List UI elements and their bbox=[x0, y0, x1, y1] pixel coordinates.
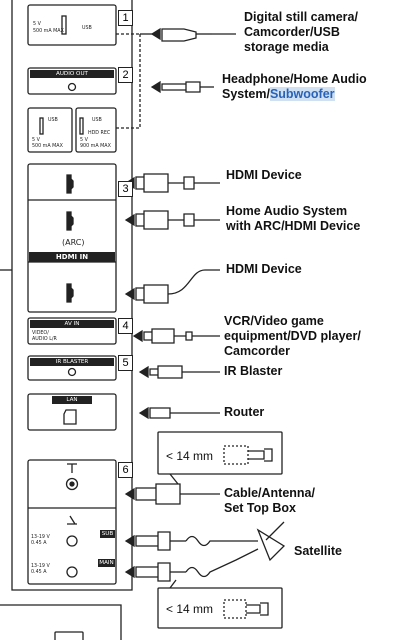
label-ir-blaster: IR Blaster bbox=[224, 364, 283, 378]
satellite-icon bbox=[67, 515, 77, 525]
usb2-spec-3: 500 mA MAX bbox=[32, 144, 63, 149]
callout-number: 6 bbox=[118, 462, 133, 478]
av-in-sub-1: VIDEO/ bbox=[32, 331, 49, 336]
usb3-socket bbox=[79, 117, 84, 135]
av-arrow bbox=[132, 329, 143, 343]
hdmi-arc-label: (ARC) bbox=[62, 238, 85, 247]
usb3-spec-2: HDD REC bbox=[88, 131, 111, 136]
hdmi-logo-bar: HDMI IN bbox=[29, 252, 115, 262]
sat-sub-spec-1: 13-19 V bbox=[31, 535, 50, 540]
usb2-port-box bbox=[27, 107, 73, 153]
usb1-spec-2: 500 mA MAX bbox=[33, 29, 64, 34]
sat-main-spec-2: 0.45 A bbox=[31, 570, 47, 575]
antenna-jack bbox=[65, 477, 79, 491]
usb3-port-box bbox=[75, 107, 117, 153]
usb2-spec-2: 5 V bbox=[32, 138, 40, 143]
audio-out-box bbox=[27, 67, 117, 95]
antenna-plug bbox=[135, 483, 181, 505]
usb2-socket bbox=[39, 117, 44, 135]
antenna-arrow bbox=[124, 487, 135, 501]
usb-plug-arrow bbox=[150, 27, 161, 41]
sat-sub-plug bbox=[135, 531, 171, 551]
sat-sub-tag: SUB bbox=[100, 530, 115, 538]
callout-number: 4 bbox=[118, 318, 133, 334]
lan-socket bbox=[63, 409, 77, 425]
usb2-spec-1: USB bbox=[48, 118, 58, 123]
lan-header: LAN bbox=[52, 396, 92, 404]
size-box-1 bbox=[157, 431, 283, 475]
size-note-1: < 14 mm bbox=[166, 449, 214, 463]
hdmi-plug-4 bbox=[135, 284, 169, 304]
av-in-sub-2: AUDIO L/R bbox=[32, 337, 57, 342]
usb3-spec-1: USB bbox=[92, 118, 102, 123]
ir-arrow bbox=[138, 365, 149, 379]
usb1-spec-1: 5 V bbox=[33, 22, 41, 27]
usb1-port-label: USB bbox=[82, 26, 92, 31]
ir-blaster-box bbox=[27, 355, 117, 381]
ir-blaster-header: IR BLASTER bbox=[30, 358, 114, 366]
lan-arrow bbox=[138, 406, 149, 420]
audio-jack bbox=[67, 82, 77, 92]
usb-cable-plug bbox=[161, 28, 197, 42]
usb1-socket bbox=[61, 15, 67, 35]
lan-plug bbox=[149, 407, 220, 419]
headphone-arrow bbox=[150, 80, 161, 94]
sat-sub-jack bbox=[66, 535, 78, 547]
label-av-devices: VCR/Video game equipment/DVD player/ Cam… bbox=[224, 314, 361, 358]
sat-sub-spec-2: 0.45 A bbox=[31, 541, 47, 546]
callout-number: 5 bbox=[118, 355, 133, 371]
callout-number: 3 bbox=[118, 181, 133, 197]
antenna-icon bbox=[67, 463, 77, 473]
ir-plug bbox=[149, 365, 220, 379]
sat-main-plug bbox=[135, 562, 171, 582]
satellite-dish bbox=[256, 521, 286, 562]
hdmi-arrow-4 bbox=[124, 287, 135, 301]
av-in-box bbox=[27, 317, 117, 345]
size-box-2 bbox=[157, 587, 283, 629]
ir-jack bbox=[67, 367, 77, 377]
hdmi-block bbox=[27, 163, 117, 313]
hdmi-port-4 bbox=[66, 283, 74, 303]
lower-panel-port bbox=[54, 631, 84, 640]
label-satellite: Satellite bbox=[294, 544, 342, 558]
headphone-plug bbox=[161, 81, 201, 93]
size-note-2: < 14 mm bbox=[166, 602, 214, 616]
lower-panel-fragment bbox=[0, 604, 122, 640]
label-hdmi-arc-device: Home Audio System with ARC/HDMI Device bbox=[226, 204, 361, 233]
audio-out-header: AUDIO OUT bbox=[30, 70, 114, 78]
sat-main-arrow bbox=[124, 565, 135, 579]
label-hdmi-device-1: HDMI Device bbox=[226, 168, 302, 182]
usb3-spec-4: 900 mA MAX bbox=[80, 144, 111, 149]
sat-main-tag: MAIN bbox=[98, 559, 115, 567]
highlight-subwoofer: Subwoofer bbox=[269, 87, 335, 101]
hdmi-plug-2 bbox=[135, 173, 169, 193]
usb1-port-box bbox=[27, 4, 117, 46]
lan-box bbox=[27, 393, 117, 431]
hdmi-port-2 bbox=[66, 174, 74, 194]
label-router: Router bbox=[224, 405, 265, 419]
hdmi-plug-3 bbox=[135, 210, 169, 230]
hdmi-in: IN bbox=[79, 253, 89, 261]
label-cable-antenna: Cable/Antenna/ Set Top Box bbox=[224, 486, 315, 515]
av-in-header: AV IN bbox=[30, 320, 114, 328]
sat-sub-arrow bbox=[124, 534, 135, 548]
label-audio-devices: Headphone/Home Audio System/Subwoofer bbox=[222, 72, 367, 101]
usb-dashed-link bbox=[116, 33, 141, 129]
usb3-spec-3: 5 V bbox=[80, 138, 88, 143]
antenna-block bbox=[27, 459, 117, 585]
hdmi-port-3 bbox=[66, 211, 74, 231]
label-hdmi-device-2: HDMI Device bbox=[226, 262, 302, 276]
sat-main-jack bbox=[66, 566, 78, 578]
av-plug bbox=[143, 328, 220, 344]
hdmi-arrow-3 bbox=[124, 213, 135, 227]
label-usb-devices: Digital still camera/ Camcorder/USB stor… bbox=[244, 10, 358, 54]
callout-number: 1 bbox=[118, 10, 133, 26]
hdmi-logo: HDMI bbox=[55, 253, 78, 261]
sat-main-spec-1: 13-19 V bbox=[31, 564, 50, 569]
callout-number: 2 bbox=[118, 67, 133, 83]
